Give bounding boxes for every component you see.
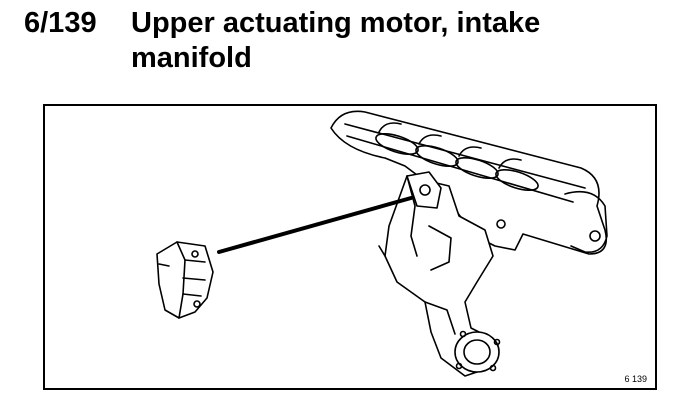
section-title: Upper actuating motor, intake manifold bbox=[131, 7, 541, 74]
figure-code: 6 139 bbox=[624, 374, 647, 384]
figure-frame: 6 139 bbox=[43, 104, 657, 390]
lower-flange bbox=[454, 331, 500, 373]
section-number: 6/139 bbox=[24, 7, 97, 39]
manifold-end-flange bbox=[564, 190, 608, 253]
intake-manifold-illustration bbox=[156, 110, 608, 377]
mounting-bracket bbox=[406, 171, 442, 209]
assembly-leader-line bbox=[217, 196, 413, 254]
